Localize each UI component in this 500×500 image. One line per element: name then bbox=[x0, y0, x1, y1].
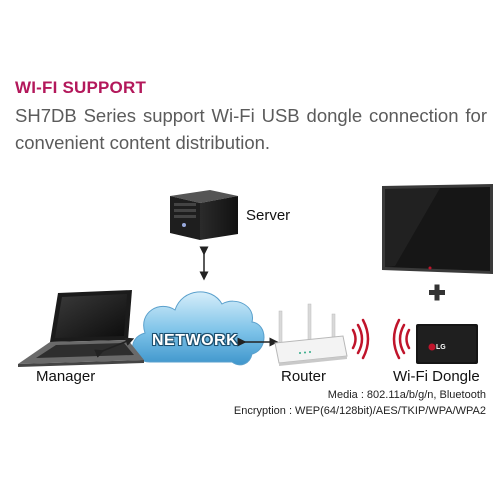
media-spec: Media : 802.11a/b/g/n, Bluetooth bbox=[327, 389, 486, 401]
laptop-icon bbox=[18, 290, 144, 367]
manager-label: Manager bbox=[36, 368, 96, 385]
server-label: Server bbox=[246, 207, 291, 224]
section-description: SH7DB Series support Wi-Fi USB dongle co… bbox=[15, 105, 487, 153]
plus-icon bbox=[429, 284, 445, 301]
cloud-icon bbox=[132, 291, 265, 366]
wifi-signal-icon-dongle bbox=[392, 318, 411, 360]
display-icon bbox=[382, 184, 493, 274]
section-title: WI-FI SUPPORT bbox=[15, 78, 147, 97]
wifi-dongle-label: Wi-Fi Dongle bbox=[393, 368, 480, 385]
router-icon bbox=[274, 303, 348, 366]
manager-network-link bbox=[94, 337, 135, 358]
server-icon bbox=[170, 190, 238, 240]
router-label: Router bbox=[281, 368, 327, 385]
wifi-signal-icon bbox=[351, 318, 370, 360]
encryption-spec: Encryption : WEP(64/128bit)/AES/TKIP/WPA… bbox=[233, 405, 486, 417]
dongle-logo-text: LG bbox=[436, 344, 446, 351]
usb-dongle-icon bbox=[416, 324, 478, 364]
network-label: NETWORK bbox=[152, 332, 239, 349]
